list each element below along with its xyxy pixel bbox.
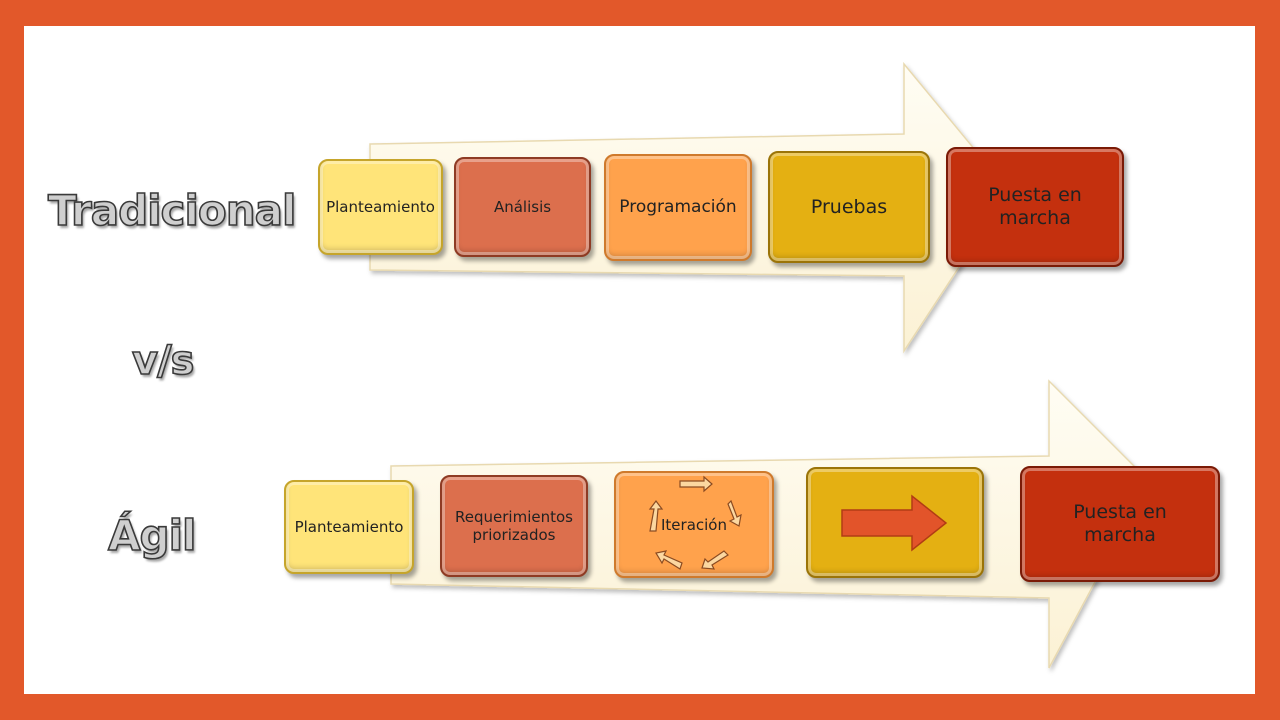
agile-step-iteracion: Iteración xyxy=(614,471,774,578)
agile-step-arrow xyxy=(806,467,984,578)
step-label: Puesta en marcha xyxy=(988,184,1082,229)
traditional-step-planteamiento: Planteamiento xyxy=(318,159,443,255)
process-arrows xyxy=(369,61,1150,669)
agile-step-requerimientos: Requerimientos priorizados xyxy=(440,475,588,577)
right-arrow-icon xyxy=(841,493,948,552)
agile-step-puesta-en-marcha: Puesta en marcha xyxy=(1020,466,1220,582)
agile-label: Ágil xyxy=(107,510,197,561)
traditional-step-analisis: Análisis xyxy=(454,157,591,257)
traditional-step-programacion: Programación xyxy=(604,154,752,261)
step-label: Puesta en marcha xyxy=(1073,501,1167,546)
step-label: Requerimientos priorizados xyxy=(455,508,573,544)
step-label: Análisis xyxy=(493,198,552,216)
agile-step-planteamiento: Planteamiento xyxy=(284,480,414,574)
versus-label: v/s xyxy=(131,337,195,385)
cycle-arrows-icon xyxy=(648,475,742,570)
traditional-step-puesta-en-marcha: Puesta en marcha xyxy=(946,147,1124,267)
step-label: Programación xyxy=(619,197,737,218)
traditional-step-pruebas: Pruebas xyxy=(768,151,930,263)
step-label: Iteración xyxy=(661,515,727,534)
step-label: Planteamiento xyxy=(294,518,404,536)
step-label: Planteamiento xyxy=(326,198,435,216)
step-label: Pruebas xyxy=(810,195,888,218)
slide: Tradicional v/s Ágil Planteamiento Análi… xyxy=(24,26,1255,694)
traditional-label: Tradicional xyxy=(47,185,297,236)
